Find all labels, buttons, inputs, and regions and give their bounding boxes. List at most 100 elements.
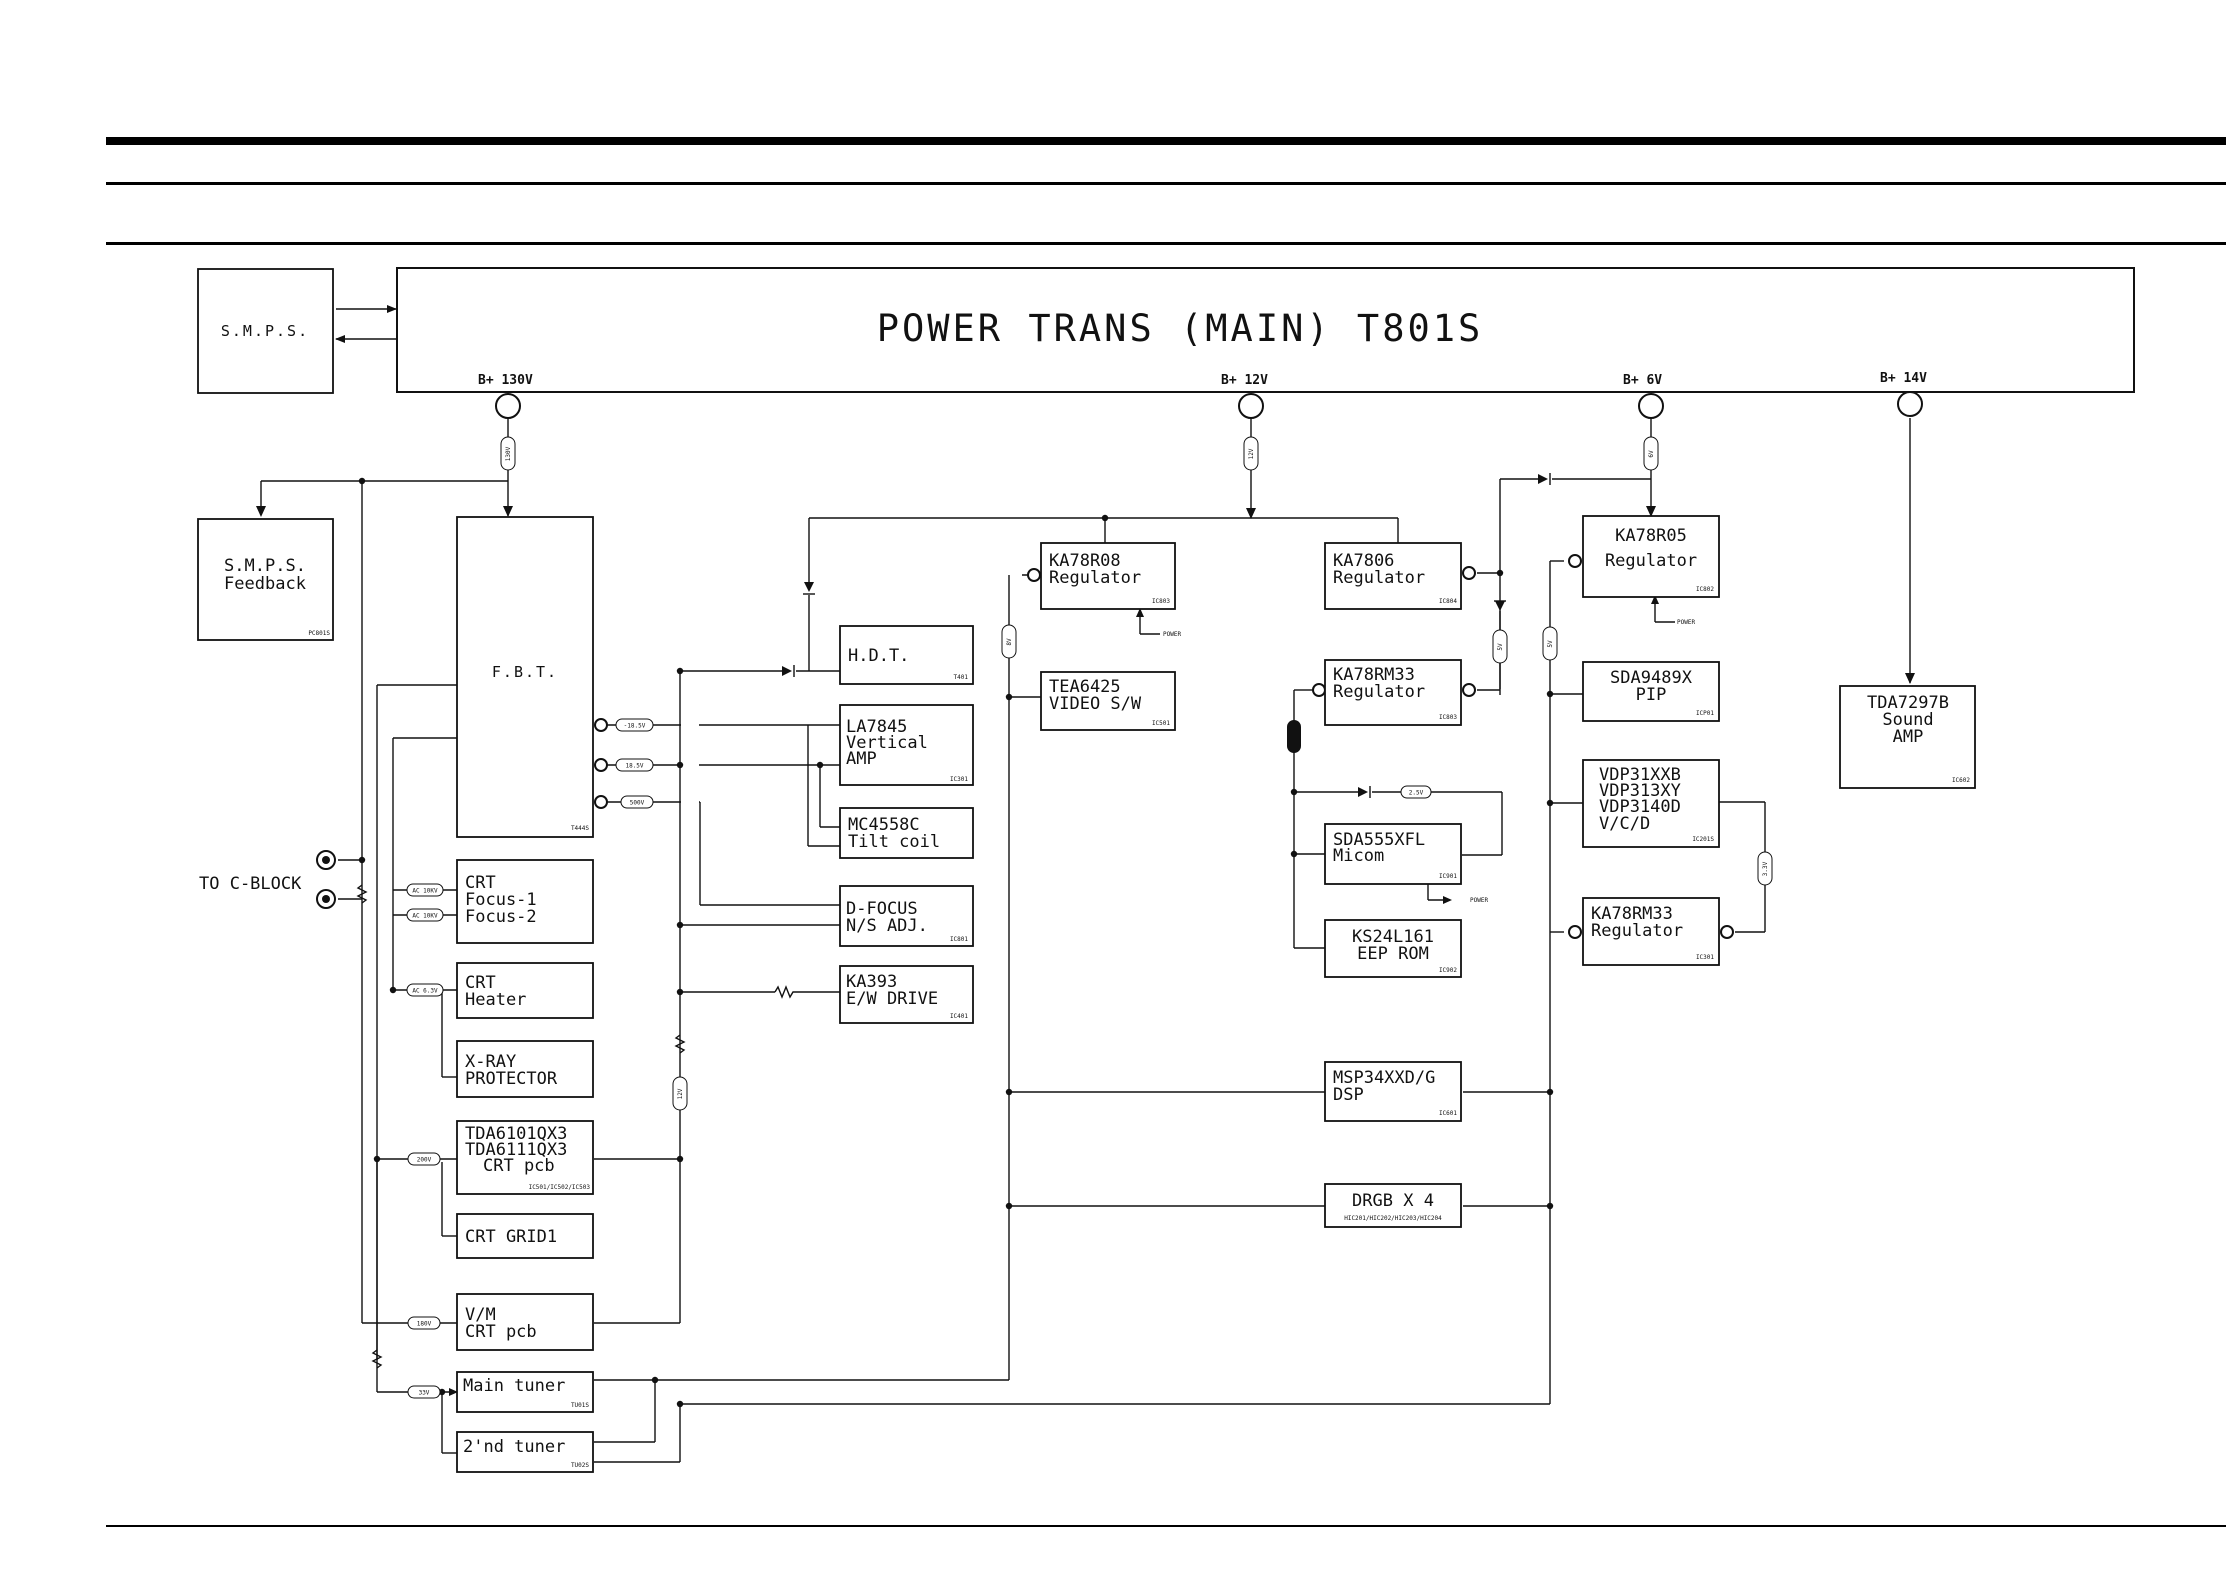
ka78rm33-bottom-block: KA78RM33 Regulator IC301: [1582, 897, 1720, 966]
svg-text:TDA6111QX3: TDA6111QX3: [465, 1140, 567, 1160]
rail-terminal: [1897, 391, 1923, 417]
pill-label: AC 10KV: [412, 913, 438, 920]
svg-text:IC803: IC803: [1152, 598, 1170, 605]
svg-text:6V: 6V: [1648, 450, 1655, 458]
ka393-block: KA393 E/W DRIVE IC401: [839, 965, 974, 1024]
svg-text:TU02S: TU02S: [571, 1462, 589, 1469]
pill-label: 2.5V: [1409, 790, 1424, 797]
diode-icon: [782, 473, 1551, 798]
svg-text:Micom: Micom: [1333, 846, 1384, 866]
svg-text:IC401: IC401: [950, 1013, 968, 1020]
svg-text:CRT GRID1: CRT GRID1: [465, 1227, 557, 1247]
vm-crt-block: V/M CRT pcb: [456, 1293, 594, 1351]
tda7297-block: TDA7297B Sound AMP IC602: [1839, 685, 1976, 789]
footer-rule: [106, 1525, 2226, 1527]
pill-label: 180V: [417, 1321, 432, 1328]
io-terminals: [594, 554, 1734, 939]
svg-text:Feedback: Feedback: [224, 574, 306, 594]
svg-text:Regulator: Regulator: [1333, 568, 1425, 588]
sda9489-block: SDA9489X PIP ICP01: [1582, 661, 1720, 722]
svg-text:CRT pcb: CRT pcb: [465, 1322, 537, 1342]
ks24l161-block: KS24L161 EEP ROM IC902: [1324, 919, 1462, 978]
svg-text:E/W DRIVE: E/W DRIVE: [846, 989, 938, 1009]
svg-text:5V: 5V: [1547, 640, 1554, 648]
svg-text:IC501: IC501: [1152, 720, 1170, 727]
svg-text:5V: 5V: [1497, 643, 1504, 651]
svg-text:CRT: CRT: [465, 973, 496, 993]
svg-text:Regulator: Regulator: [1591, 921, 1683, 941]
svg-text:TU01S: TU01S: [571, 1402, 589, 1409]
svg-text:X-RAY: X-RAY: [465, 1052, 516, 1072]
svg-text:KA78RM33: KA78RM33: [1333, 665, 1415, 685]
svg-text:PC801S: PC801S: [308, 630, 330, 637]
la7845-block: LA7845 Vertical AMP IC301: [839, 704, 974, 786]
svg-text:IC201S: IC201S: [1692, 836, 1714, 843]
vdp31-block: VDP31XXB VDP313XY VDP3140D V/C/D IC201S: [1582, 759, 1720, 848]
svg-text:VDP3140D: VDP3140D: [1599, 797, 1681, 817]
svg-text:MC4558C: MC4558C: [848, 815, 920, 835]
svg-text:N/S ADJ.: N/S ADJ.: [846, 916, 928, 936]
crt-focus-block: CRT Focus-1 Focus-2: [456, 859, 594, 944]
svg-text:VDP31XXB: VDP31XXB: [1599, 765, 1681, 785]
power-trans-box: [396, 267, 2135, 393]
svg-text:F.B.T.: F.B.T.: [492, 663, 558, 681]
svg-text:VIDEO S/W: VIDEO S/W: [1049, 694, 1142, 714]
svg-text:TDA7297B: TDA7297B: [1867, 693, 1949, 713]
ka78rm33-top-block: KA78RM33 Regulator IC803: [1324, 659, 1462, 726]
svg-text:Heater: Heater: [465, 990, 526, 1010]
pill-label: AC 10KV: [412, 888, 438, 895]
svg-text:S.M.P.S.: S.M.P.S.: [224, 556, 306, 576]
tea6425-block: TEA6425 VIDEO S/W IC501: [1040, 671, 1176, 731]
svg-text:VDP313XY: VDP313XY: [1599, 781, 1681, 801]
svg-text:IC902: IC902: [1439, 967, 1457, 974]
svg-text:KA78R08: KA78R08: [1049, 551, 1121, 571]
junctions: [358, 477, 1554, 1408]
second-tuner-block: 2'nd tuner TU02S: [456, 1431, 594, 1473]
svg-text:KA7806: KA7806: [1333, 551, 1394, 571]
power-label: POWER: [1677, 619, 1695, 626]
rail-terminal: [1638, 393, 1664, 419]
svg-text:IC802: IC802: [1696, 586, 1714, 593]
tda6101-block: TDA6101QX3 TDA6111QX3 CRT pcb IC501/IC50…: [456, 1120, 594, 1195]
svg-text:IC801: IC801: [950, 936, 968, 943]
rail-label-130v: B+ 130V: [478, 373, 533, 388]
svg-text:8V: 8V: [1006, 638, 1013, 646]
svg-text:H.D.T.: H.D.T.: [848, 646, 909, 666]
power-trans-title: POWER TRANS (MAIN) T801S: [877, 307, 1484, 350]
svg-text:LA7845: LA7845: [846, 717, 907, 737]
pill-label: 18.5V: [625, 763, 643, 770]
svg-text:EEP ROM: EEP ROM: [1357, 944, 1429, 964]
svg-text:Sound: Sound: [1882, 710, 1933, 730]
main-tuner-block: Main tuner TU01S: [456, 1371, 594, 1413]
svg-text:IC301: IC301: [1696, 954, 1714, 961]
power-label: POWER: [1470, 897, 1488, 904]
pill-label: 33V: [419, 1390, 430, 1397]
smps-label: S.M.P.S.: [221, 322, 309, 340]
svg-text:ICP01: ICP01: [1696, 710, 1714, 717]
svg-text:IC602: IC602: [1952, 777, 1970, 784]
svg-text:AMP: AMP: [1893, 727, 1924, 747]
header-rule-low: [106, 242, 2226, 245]
pill-label: 200V: [417, 1157, 432, 1164]
resistor-icon: [356, 884, 795, 1369]
rail-label-6v: B+ 6V: [1623, 373, 1662, 388]
power-label: POWER: [1163, 631, 1181, 638]
smps-box: [197, 268, 334, 394]
to-c-block-label: TO C-BLOCK: [199, 874, 302, 894]
svg-text:2'nd tuner: 2'nd tuner: [463, 1437, 565, 1457]
fuse-icon: 130V 12V 6V 12V 8V 5V 5V 3.3V: [500, 436, 1773, 1111]
svg-text:Regulator: Regulator: [1049, 568, 1141, 588]
ka78r05-block: KA78R05 Regulator IC802: [1582, 515, 1720, 598]
svg-text:KA78R05: KA78R05: [1615, 526, 1687, 546]
pill-label: -18.5V: [624, 723, 646, 730]
svg-text:KS24L161: KS24L161: [1352, 927, 1434, 947]
mc4558-block: MC4558C Tilt coil: [839, 807, 974, 859]
svg-text:TEA6425: TEA6425: [1049, 677, 1121, 697]
svg-text:IC804: IC804: [1439, 598, 1457, 605]
voltage-pills: -18.5V 18.5V 500V AC 10KV AC 10KV AC 6.3…: [406, 718, 1432, 1399]
svg-text:PIP: PIP: [1636, 685, 1667, 705]
svg-text:Tilt coil: Tilt coil: [848, 832, 940, 852]
svg-text:T401: T401: [954, 674, 969, 681]
ka78r08-block: KA78R08 Regulator IC803: [1040, 542, 1176, 610]
rail-label-14v: B+ 14V: [1880, 371, 1927, 386]
